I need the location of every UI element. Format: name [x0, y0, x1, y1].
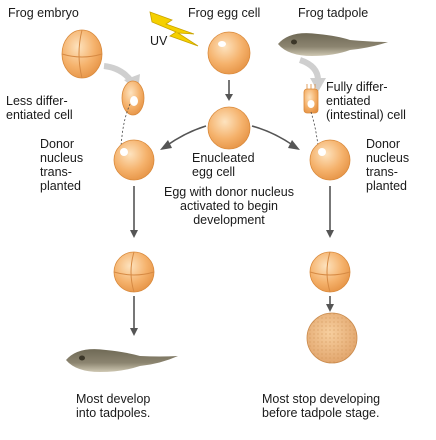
enucleated-egg-cell-label: Enucleated egg cell — [192, 151, 255, 179]
left-recipient-egg — [113, 139, 155, 181]
uv-bolt-icon — [149, 11, 199, 47]
frog-egg-cell — [207, 31, 251, 75]
frog-tadpole-result — [66, 349, 178, 372]
uv-label: UV — [150, 34, 168, 48]
frog-tadpole-top — [278, 33, 388, 56]
tadpole-to-cell-arrow — [298, 57, 321, 81]
left-four-cell-embryo — [113, 251, 155, 293]
arrested-blastula — [306, 312, 358, 364]
less-differentiated-cell-label: Less differ- entiated cell — [6, 94, 73, 122]
less-differentiated-cell — [121, 80, 145, 116]
right-four-cell-embryo — [309, 251, 351, 293]
frog-embryo-label: Frog embryo — [8, 6, 79, 20]
frog-egg-cell-label: Frog egg cell — [188, 6, 261, 20]
pipette-path-left — [119, 103, 131, 157]
enucleated-to-right-arrow — [251, 125, 295, 147]
enucleated-egg-cell — [207, 106, 251, 150]
intestinal-cell — [303, 84, 319, 114]
frog-embryo-cell — [61, 29, 103, 79]
enucleated-to-left-arrow — [165, 125, 207, 147]
egg-with-donor-nucleus-label: Egg with donor nucleus activated to begi… — [164, 185, 294, 227]
donor-nucleus-left-label: Donor nucleus trans- planted — [40, 137, 84, 193]
donor-nucleus-right-label: Donor nucleus trans- planted — [366, 137, 410, 193]
most-stop-developing-label: Most stop developing before tadpole stag… — [262, 392, 381, 420]
fully-differentiated-cell-label: Fully differ- entiated (intestinal) cell — [326, 80, 406, 122]
frog-tadpole-label: Frog tadpole — [298, 6, 369, 20]
right-recipient-egg — [309, 139, 351, 181]
most-develop-label: Most develop into tadpoles. — [76, 392, 151, 420]
